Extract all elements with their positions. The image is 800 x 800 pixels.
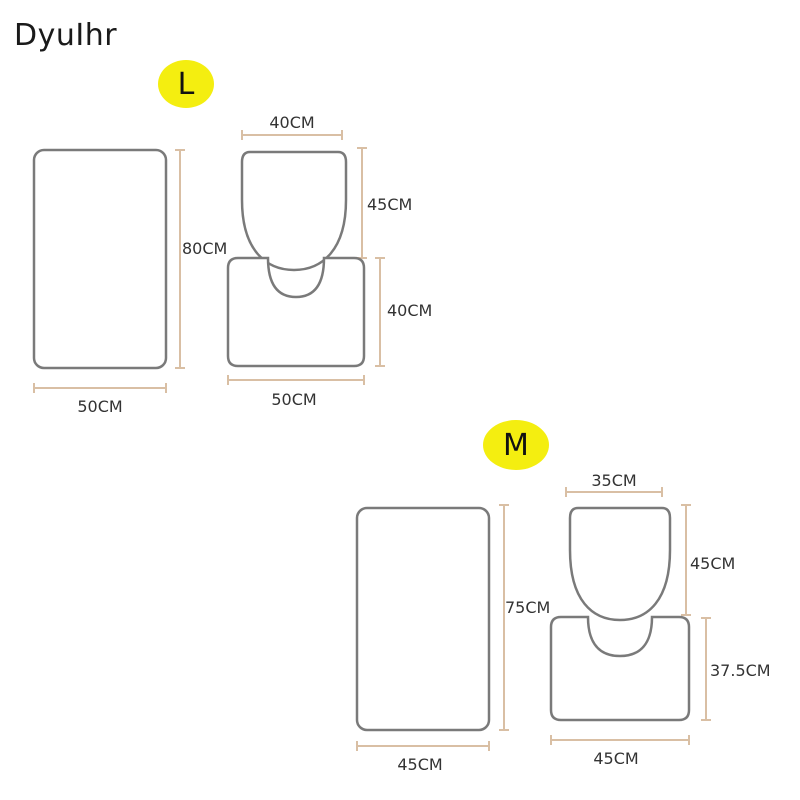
- bath-mat-m-height-label: 75CM: [505, 598, 550, 617]
- size-badge-m: M: [483, 420, 549, 470]
- contour-mat-m-height-label: 37.5CM: [710, 661, 771, 680]
- lid-cover-m-width-label: 35CM: [591, 471, 636, 490]
- bath-mat-l-width-label: 50CM: [77, 397, 122, 416]
- size-label-l: L: [177, 66, 195, 102]
- size-label-m: M: [503, 427, 529, 463]
- lid-cover-m-height-label: 45CM: [690, 554, 735, 573]
- contour-mat-m-width-label: 45CM: [593, 749, 638, 768]
- contour-mat-l: [226, 256, 366, 368]
- set-l: 50CM 80CM 40CM 45CM 50CM 40CM: [32, 113, 432, 416]
- bath-mat-m: [355, 506, 491, 732]
- bath-mat-m-width-label: 45CM: [397, 755, 442, 774]
- size-badge-l: L: [158, 60, 214, 108]
- lid-cover-m: [568, 506, 672, 622]
- lid-cover-l-width-label: 40CM: [269, 113, 314, 132]
- bath-mat-l: [32, 148, 168, 370]
- brand-logo-text: DyuIhr: [14, 18, 118, 53]
- contour-mat-m: [549, 615, 691, 722]
- lid-cover-l: [240, 150, 348, 272]
- set-m: 45CM 75CM 35CM 45CM 45CM 37.5CM: [355, 471, 771, 774]
- contour-mat-l-width-label: 50CM: [271, 390, 316, 409]
- contour-mat-l-height-label: 40CM: [387, 301, 432, 320]
- lid-cover-l-height-label: 45CM: [367, 195, 412, 214]
- bath-mat-l-height-label: 80CM: [182, 239, 227, 258]
